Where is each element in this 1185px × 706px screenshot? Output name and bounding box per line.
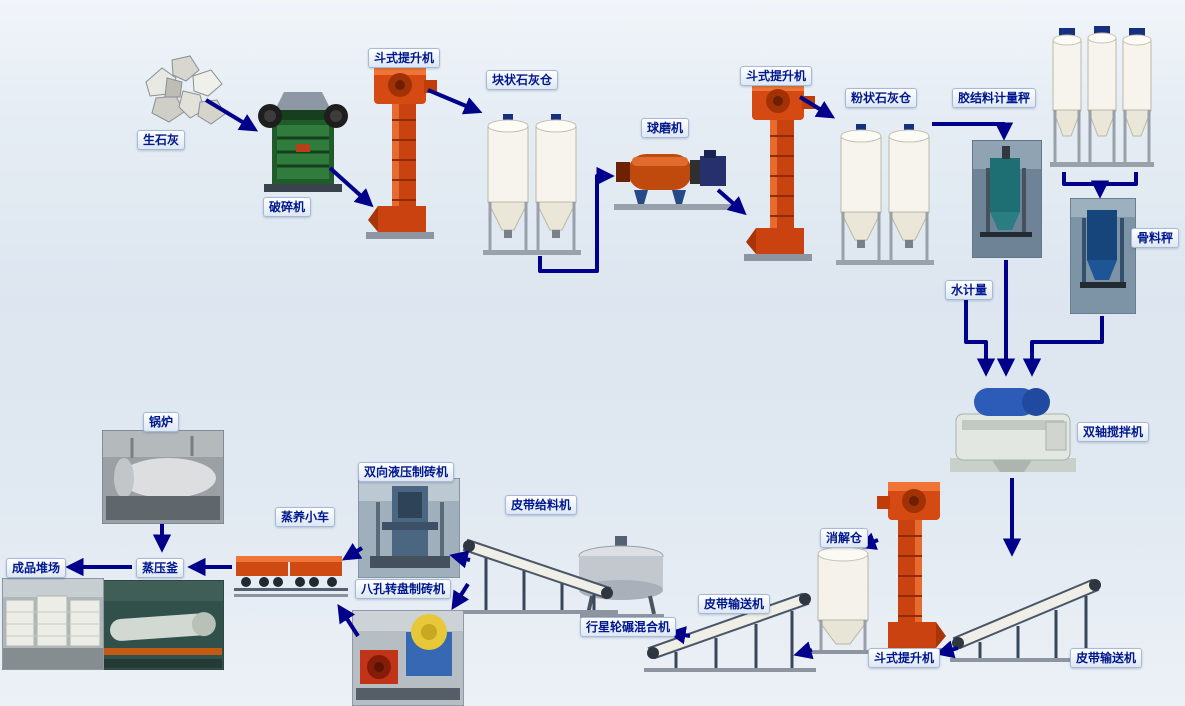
crusher-illustration: [256, 86, 350, 202]
bucket-elevator-icon: [877, 482, 948, 655]
bucket-elevator-icon: [744, 82, 815, 261]
silo-triple-icon: [1050, 26, 1154, 167]
bucket-elevator-2-illustration: [740, 74, 816, 270]
label-powder-lime-silo: 粉状石灰仓: [845, 88, 918, 108]
quicklime-rocks-icon: [145, 55, 226, 125]
quicklime-rocks-illustration: [138, 50, 230, 136]
label-belt-conveyor-mid: 皮带输送机: [698, 594, 771, 614]
label-aggregate-scale: 骨料秤: [1131, 228, 1180, 248]
label-autoclave: 蒸压釜: [136, 558, 185, 578]
label-double-shaft-mixer: 双轴搅拌机: [1077, 422, 1150, 442]
silo-pair-icon: [836, 124, 934, 265]
ball-mill-icon: [614, 150, 732, 210]
label-ball-mill: 球磨机: [641, 118, 690, 138]
steam-curing-trolley-illustration: [234, 544, 348, 612]
aggregate-scale-illustration: [1069, 197, 1137, 318]
digestion-silo-illustration: [810, 540, 876, 660]
label-belt-conveyor-right: 皮带输送机: [1070, 648, 1143, 668]
double-shaft-mixer-icon: [950, 388, 1076, 472]
rotary-brick-machine-illustration: [351, 609, 465, 706]
label-lump-lime-silo: 块状石灰仓: [486, 70, 559, 90]
label-steam-curing-trolley: 蒸养小车: [275, 507, 336, 527]
label-quicklime: 生石灰: [137, 130, 186, 150]
label-water-metering: 水计量: [945, 280, 994, 300]
label-bucket-elevator-1: 斗式提升机: [368, 48, 441, 68]
label-hydraulic-brick-machine: 双向液压制砖机: [358, 462, 455, 482]
label-binder-metering-scale: 胶结料计量秤: [952, 88, 1037, 108]
belt-conveyor-right-illustration: [950, 558, 1105, 666]
binder-scale-illustration: [971, 139, 1043, 262]
bucket-elevator-1-illustration: [362, 58, 438, 248]
label-digestion-silo: 消解仓: [820, 528, 869, 548]
label-bucket-elevator-2: 斗式提升机: [740, 66, 813, 86]
boiler-illustration: [101, 429, 225, 528]
rotary-brick-machine-icon: [351, 609, 465, 706]
label-planetary-mixer: 行星轮碾混合机: [580, 617, 677, 637]
label-belt-feeder: 皮带给料机: [505, 495, 578, 515]
bucket-elevator-3-illustration: [876, 474, 952, 664]
autoclave-icon: [101, 579, 225, 671]
belt-conveyor-icon: [950, 578, 1105, 662]
label-rotary-brick-machine: 八孔转盘制砖机: [355, 579, 452, 599]
silo-pair-icon: [483, 114, 581, 255]
steam-curing-trolley-icon: [234, 556, 348, 597]
double-shaft-mixer-illustration: [948, 380, 1078, 479]
product-yard-illustration: [1, 577, 105, 674]
belt-feeder-illustration: [460, 522, 618, 618]
label-crusher: 破碎机: [263, 197, 312, 217]
label-product-yard: 成品堆场: [6, 558, 67, 578]
ball-mill-illustration: [614, 136, 732, 216]
aggregate-silos-illustration: [1050, 22, 1154, 178]
product-yard-icon: [1, 577, 105, 671]
crusher-icon: [258, 92, 348, 192]
digestion-silo-icon: [812, 546, 874, 654]
hydraulic-brick-machine-illustration: [357, 477, 461, 582]
lump-lime-silo-illustration: [483, 108, 581, 264]
bucket-elevator-icon: [366, 66, 437, 239]
autoclave-illustration: [101, 579, 225, 674]
binder-scale-icon: [971, 139, 1043, 259]
belt-feeder-icon: [460, 538, 618, 614]
hydraulic-brick-machine-icon: [357, 477, 461, 579]
boiler-icon: [101, 429, 225, 525]
label-boiler: 锅炉: [143, 412, 180, 432]
powder-lime-silo-illustration: [836, 118, 934, 274]
aggregate-scale-icon: [1069, 197, 1137, 315]
label-bucket-elevator-3: 斗式提升机: [868, 648, 941, 668]
